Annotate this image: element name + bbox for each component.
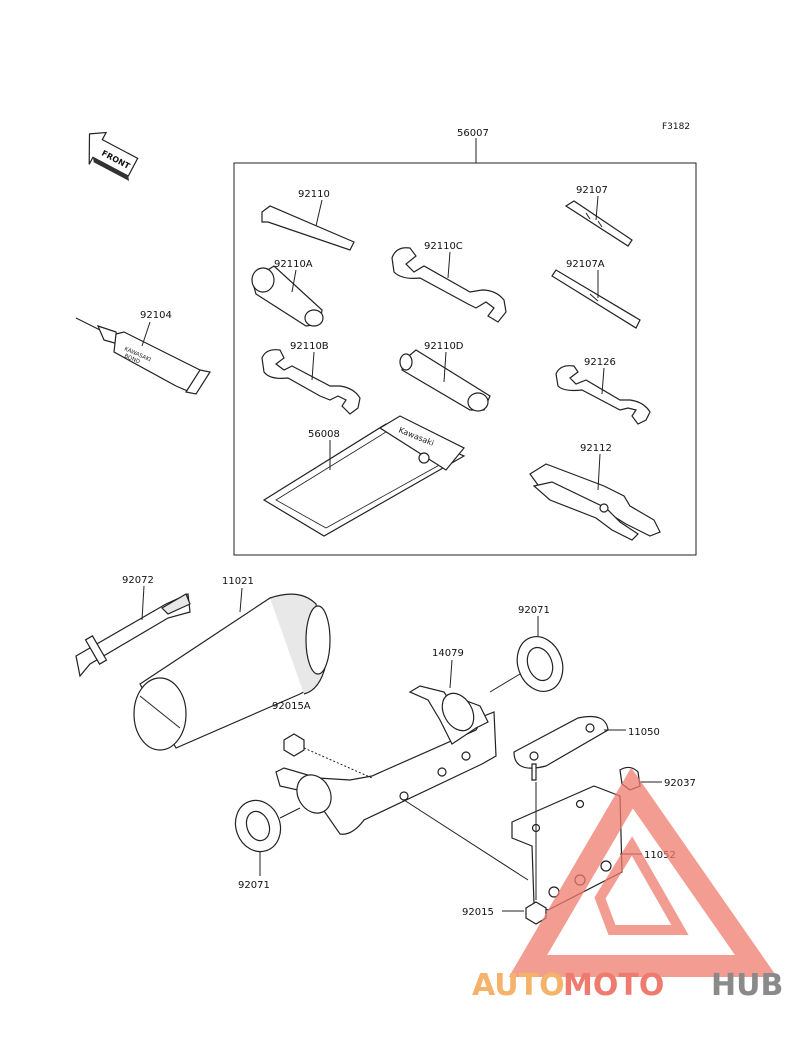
watermark-text-hub: HUB bbox=[711, 968, 783, 1003]
label-wrench-c: 92110C bbox=[424, 241, 463, 252]
assembly-line-a bbox=[403, 799, 529, 881]
label-box-wrench: 92110A bbox=[274, 259, 313, 270]
label-case-assy: 92015A bbox=[272, 701, 311, 712]
hex-key: 92110 bbox=[261, 189, 355, 251]
label-tube: 92104 bbox=[140, 310, 172, 321]
nut: 92015 bbox=[462, 901, 547, 925]
wrench-small: 92126 bbox=[555, 357, 651, 425]
label-bag: 56008 bbox=[308, 429, 340, 440]
watermark-text-moto: MOTO bbox=[563, 968, 664, 1003]
label-wrench-b: 92110B bbox=[290, 341, 329, 352]
label-screwdriver: 92107A bbox=[566, 259, 605, 270]
bracket-nut bbox=[283, 733, 373, 779]
label-bracket-lower: 11052 bbox=[644, 850, 676, 861]
adhesive-tube: 92104 KAWASAKI BOND bbox=[75, 310, 211, 395]
figure-code: F3182 bbox=[662, 122, 690, 132]
label-pliers: 92112 bbox=[580, 443, 612, 454]
tool-case: 11021 92015A bbox=[133, 576, 331, 751]
label-case: 11021 bbox=[222, 576, 254, 587]
wrench-b: 92110B bbox=[261, 341, 361, 415]
watermark-text-auto: AUTO bbox=[472, 968, 565, 1003]
label-nut: 92015 bbox=[462, 907, 494, 918]
box-wrench: 92110A bbox=[251, 259, 324, 327]
label-ring-bottom: 92071 bbox=[238, 880, 270, 891]
label-ring-top: 92071 bbox=[518, 605, 550, 616]
front-arrow-icon: FRONT bbox=[88, 131, 139, 181]
watermark-logo bbox=[508, 767, 778, 977]
label-strap: 92072 bbox=[122, 575, 154, 586]
strap: 92072 bbox=[75, 575, 191, 678]
toolkit-frame bbox=[233, 162, 697, 556]
label-bracket: 14079 bbox=[432, 648, 464, 659]
label-socket-d: 92110D bbox=[424, 341, 464, 352]
wrench-c: 92110C bbox=[391, 241, 507, 323]
driver-bit: 92107 bbox=[564, 185, 633, 247]
label-clip: 92037 bbox=[664, 778, 696, 789]
label-plate: 11050 bbox=[628, 727, 660, 738]
label-hex-key: 92110 bbox=[298, 189, 330, 200]
label-toolkit: 56007 bbox=[457, 128, 489, 139]
screwdriver: 92107A bbox=[551, 259, 641, 329]
label-driver-bit: 92107 bbox=[576, 185, 608, 196]
socket-d: 92110D bbox=[399, 341, 491, 412]
plate: 11050 bbox=[513, 715, 660, 781]
bracket: 14079 bbox=[275, 648, 497, 835]
ring-bottom: 92071 bbox=[234, 799, 301, 891]
ring-top: 92071 bbox=[489, 605, 564, 693]
tool-bag: Kawasaki 56008 bbox=[262, 415, 466, 537]
pliers: 92112 bbox=[529, 443, 661, 541]
label-wrench-small: 92126 bbox=[584, 357, 616, 368]
